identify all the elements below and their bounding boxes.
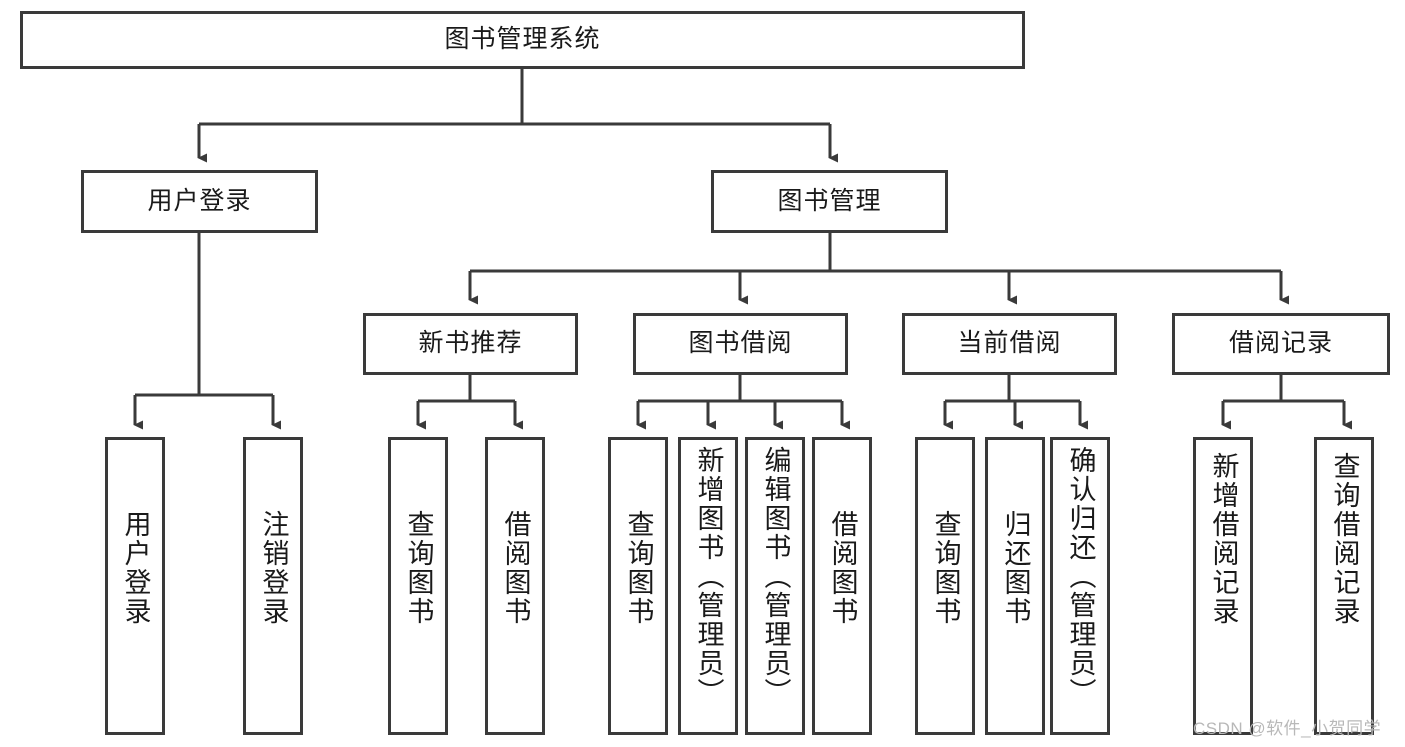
- node-leaf-query-book[interactable]: 查询图书: [608, 437, 668, 735]
- node-leaf-borrow-book-label: 借阅图书: [827, 510, 858, 626]
- node-leaf-return-book-label: 归还图书: [1000, 510, 1031, 626]
- node-book-borrow[interactable]: 图书借阅: [633, 313, 848, 375]
- node-book-borrow-label: 图书借阅: [688, 329, 793, 358]
- node-book-manage[interactable]: 图书管理: [711, 170, 948, 233]
- node-leaf-borrow-book-rec[interactable]: 借阅图书: [485, 437, 545, 735]
- node-new-book-rec[interactable]: 新书推荐: [363, 313, 578, 375]
- node-leaf-confirm-return-label: 确认归还（管理员）: [1065, 446, 1096, 707]
- node-leaf-query-book-cur[interactable]: 查询图书: [915, 437, 975, 735]
- node-leaf-logout-label: 注销登录: [258, 510, 289, 626]
- node-new-book-rec-label: 新书推荐: [418, 329, 523, 358]
- node-leaf-user-login[interactable]: 用户登录: [105, 437, 165, 735]
- node-leaf-add-record[interactable]: 新增借阅记录: [1193, 437, 1253, 735]
- node-current-borrow[interactable]: 当前借阅: [902, 313, 1117, 375]
- csdn-watermark: CSDN @软件_小贺同学: [1193, 719, 1382, 738]
- node-leaf-query-book-rec-label: 查询图书: [403, 510, 434, 626]
- node-current-borrow-label: 当前借阅: [957, 329, 1062, 358]
- node-leaf-add-record-label: 新增借阅记录: [1208, 452, 1239, 626]
- node-leaf-logout[interactable]: 注销登录: [243, 437, 303, 735]
- connectors: [133, 69, 1352, 430]
- node-leaf-edit-book-label: 编辑图书（管理员）: [760, 446, 791, 707]
- node-user-login-label: 用户登录: [147, 186, 252, 215]
- node-leaf-edit-book[interactable]: 编辑图书（管理员）: [745, 437, 805, 735]
- node-leaf-query-book-rec[interactable]: 查询图书: [388, 437, 448, 735]
- node-leaf-borrow-book[interactable]: 借阅图书: [812, 437, 872, 735]
- node-book-manage-label: 图书管理: [777, 186, 882, 215]
- node-leaf-query-record[interactable]: 查询借阅记录: [1314, 437, 1374, 735]
- node-borrow-record-label: 借阅记录: [1228, 329, 1333, 358]
- node-leaf-query-book-label: 查询图书: [623, 510, 654, 626]
- node-user-login[interactable]: 用户登录: [81, 170, 318, 233]
- node-root[interactable]: 图书管理系统: [20, 11, 1025, 69]
- node-leaf-return-book[interactable]: 归还图书: [985, 437, 1045, 735]
- node-borrow-record[interactable]: 借阅记录: [1172, 313, 1390, 375]
- node-leaf-add-book-label: 新增图书（管理员）: [693, 446, 724, 707]
- node-root-label: 图书管理系统: [444, 25, 601, 54]
- node-leaf-borrow-book-rec-label: 借阅图书: [500, 510, 531, 626]
- node-leaf-add-book[interactable]: 新增图书（管理员）: [678, 437, 738, 735]
- node-leaf-query-record-label: 查询借阅记录: [1329, 452, 1360, 626]
- node-leaf-user-login-label: 用户登录: [120, 510, 151, 626]
- node-leaf-confirm-return[interactable]: 确认归还（管理员）: [1050, 437, 1110, 735]
- node-leaf-query-book-cur-label: 查询图书: [930, 510, 961, 626]
